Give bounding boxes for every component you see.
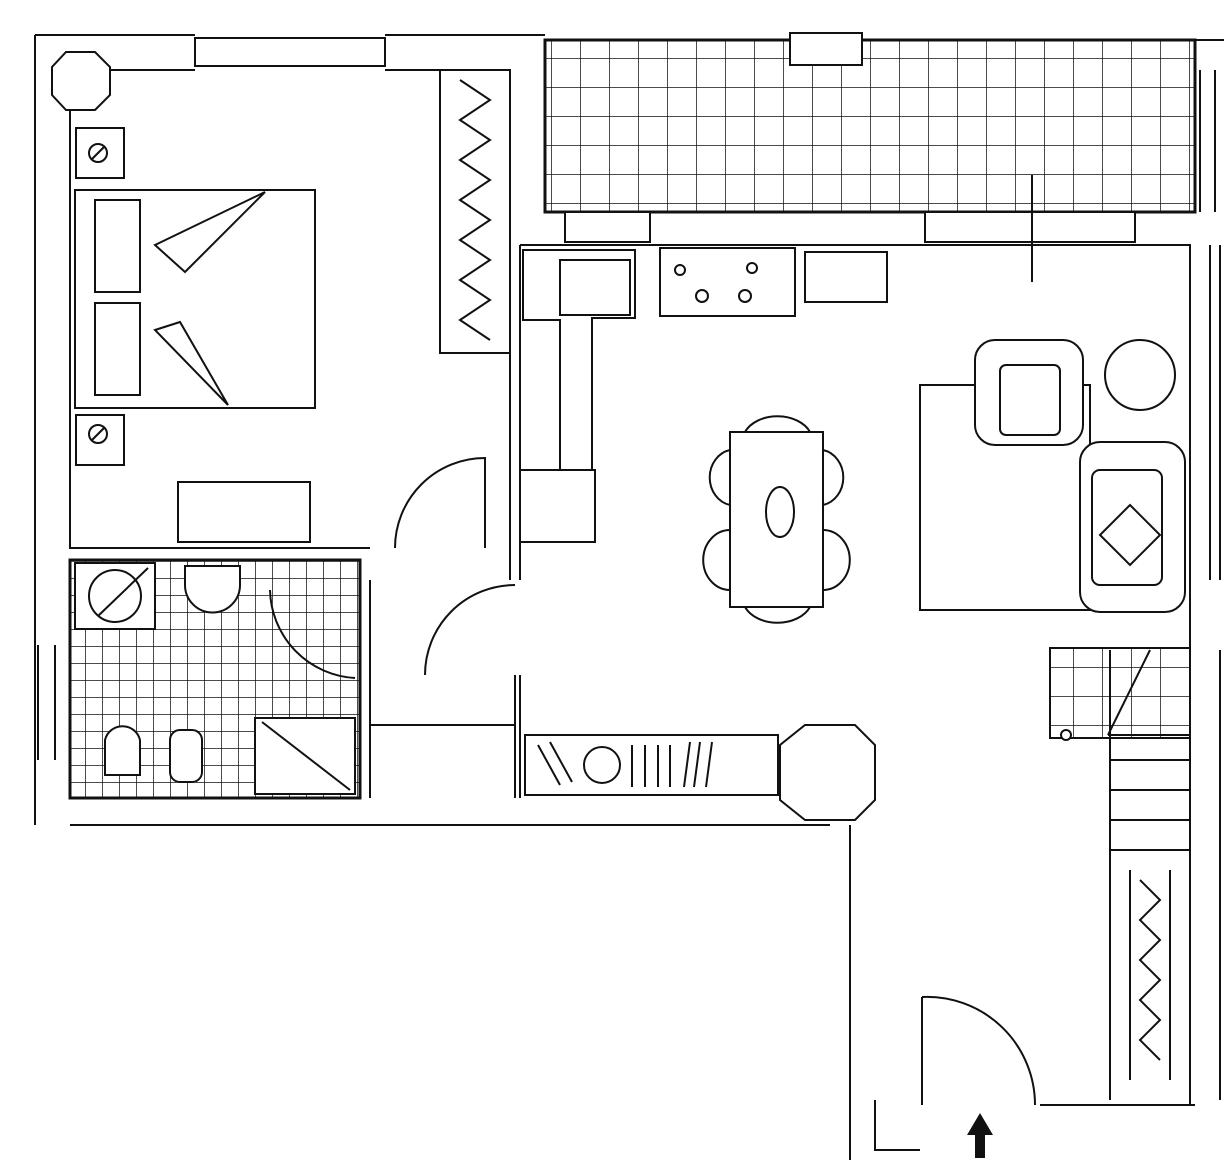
cabinet [804, 251, 888, 303]
entrance-door[interactable] [921, 995, 1037, 1106]
stove [659, 247, 796, 317]
desk [177, 481, 311, 543]
sink [184, 565, 241, 614]
nightstand [75, 414, 125, 466]
fridge [519, 469, 596, 543]
pillow [94, 302, 141, 396]
entrance [921, 995, 1037, 1158]
stairs [1049, 245, 1221, 1105]
kitchen-sink [559, 259, 631, 316]
arrow-up-icon [967, 1113, 993, 1158]
balcony-column [789, 32, 863, 66]
hallway [70, 548, 1195, 1160]
pillow [94, 199, 141, 293]
column [51, 51, 111, 111]
bathroom-door[interactable] [269, 589, 356, 679]
toilet [104, 725, 141, 776]
kitchen-window [564, 211, 651, 243]
dining-table [729, 431, 824, 608]
column [779, 724, 876, 821]
chairs [702, 415, 851, 624]
nightstand [75, 127, 125, 179]
side-table [1104, 339, 1176, 411]
bidet [169, 729, 203, 783]
bathroom [37, 558, 362, 800]
hall-door[interactable] [424, 584, 516, 676]
balcony [543, 32, 1224, 282]
wardrobe [439, 69, 511, 354]
kitchen-living [519, 244, 1211, 821]
bedroom [34, 34, 545, 825]
bookshelf [524, 734, 779, 796]
bedroom-window [194, 37, 386, 67]
bedroom-door[interactable] [394, 456, 486, 549]
living-window [924, 211, 1136, 243]
